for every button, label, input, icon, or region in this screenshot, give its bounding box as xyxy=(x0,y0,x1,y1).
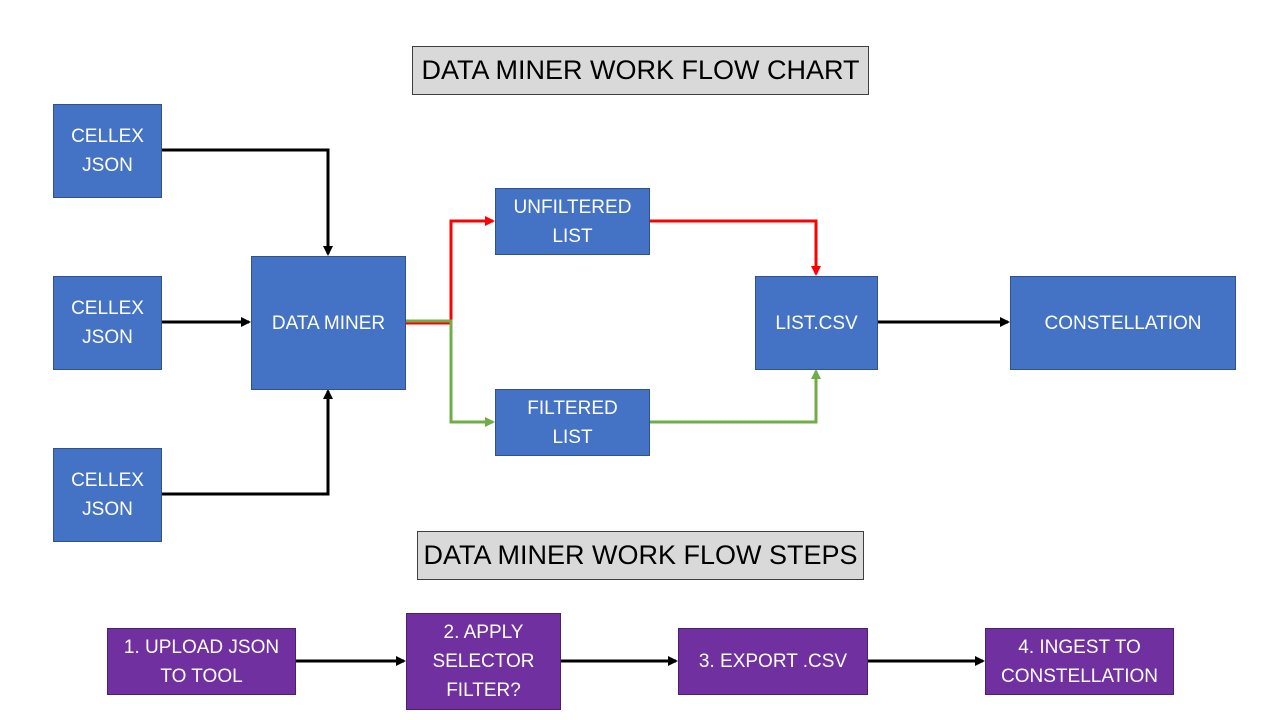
edge-cellex3-to-data-miner xyxy=(162,389,333,496)
node-constellation-label: CONSTELLATION xyxy=(1044,312,1202,334)
edge-data-miner-to-unfiltered xyxy=(406,216,495,325)
node-unfiltered-list-label: UNFILTERED LIST xyxy=(513,196,632,247)
step-1-upload-json: 1. UPLOAD JSON TO TOOL xyxy=(107,628,296,695)
steps-title: DATA MINER WORK FLOW STEPS xyxy=(417,531,864,580)
step-4-ingest-to-constellation: 4. INGEST TO CONSTELLATION xyxy=(985,628,1174,695)
node-list-csv-label: LIST.CSV xyxy=(775,312,858,334)
node-cellex-json-3-label: CELLEX JSON xyxy=(71,470,144,520)
node-cellex-json-2: CELLEX JSON xyxy=(53,276,162,370)
node-cellex-json-2-label: CELLEX JSON xyxy=(71,298,144,348)
node-cellex-json-1-label: CELLEX JSON xyxy=(71,126,144,176)
node-data-miner: DATA MINER xyxy=(251,256,406,390)
node-filtered-list: FILTERED LIST xyxy=(495,389,650,456)
edge-filtered-to-list-csv xyxy=(650,369,821,424)
node-list-csv: LIST.CSV xyxy=(755,276,878,370)
edge-unfiltered-to-list-csv xyxy=(650,219,821,276)
node-constellation: CONSTELLATION xyxy=(1010,276,1236,370)
step-3-label: 3. EXPORT .CSV xyxy=(698,651,848,672)
node-filtered-list-label: FILTERED LIST xyxy=(527,397,618,448)
node-data-miner-label: DATA MINER xyxy=(271,312,386,334)
step-1-label: 1. UPLOAD JSON TO TOOL xyxy=(123,636,280,687)
step-4-label: 4. INGEST TO CONSTELLATION xyxy=(1001,636,1158,687)
step-3-export-csv: 3. EXPORT .CSV xyxy=(678,628,868,695)
edge-data-miner-to-filtered xyxy=(406,319,495,427)
step-2-label: 2. APPLY SELECTOR FILTER? xyxy=(432,622,535,701)
chart-title: DATA MINER WORK FLOW CHART xyxy=(412,46,869,95)
edge-cellex1-to-data-miner xyxy=(162,148,333,256)
node-unfiltered-list: UNFILTERED LIST xyxy=(495,188,650,255)
step-2-apply-selector-filter: 2. APPLY SELECTOR FILTER? xyxy=(406,613,561,710)
node-cellex-json-1: CELLEX JSON xyxy=(53,104,162,198)
node-cellex-json-3: CELLEX JSON xyxy=(53,448,162,542)
